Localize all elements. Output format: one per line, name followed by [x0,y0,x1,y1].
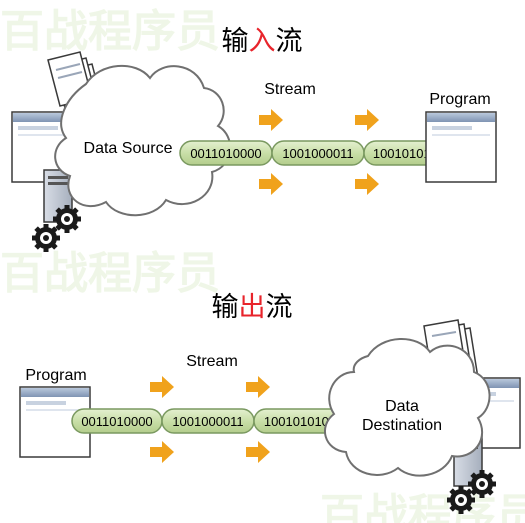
data-destination-label-line2: Destination [362,417,442,434]
program-window-icon [425,111,497,183]
arrow-icon [150,441,174,463]
bit-segment-label: 0011010000 [81,414,152,429]
bit-segment-label: 1001000011 [282,146,353,161]
data-source-label: Data Source [84,140,173,157]
bit-segment-label: 0011010000 [190,146,261,161]
arrow-icon [259,109,283,131]
output-stream-label: Stream [186,353,238,370]
arrow-icon [259,173,283,195]
watermark-middle: 百战程序员 [0,248,220,299]
bit-segment-label: 1001000011 [172,414,243,429]
data-source-cloud [54,65,232,217]
input-stream-label: Stream [264,81,316,98]
watermark-group: 百战程序员 百战程序员 百战程序员 [0,6,525,523]
watermark-top: 百战程序员 [0,6,220,57]
output-title: 输出流 [212,292,293,323]
input-program-label: Program [429,91,490,108]
watermark-bottom: 百战程序员 [320,490,525,523]
output-program-label: Program [25,367,86,384]
arrow-icon [355,173,379,195]
arrow-icon [246,376,270,398]
bit-segment-label: 1001010101 [264,414,336,429]
gear-icon [447,486,475,514]
arrow-icon [355,109,379,131]
data-destination-cloud [324,338,491,477]
output-stream-section: 输出流 Program Stream 0011010000 1001000011… [19,292,521,514]
gear-icon [53,205,81,233]
output-bit-stream: 0011010000 1001000011 1001010101 [71,408,347,434]
data-destination-label-line1: Data [385,398,419,415]
gear-icon [468,470,496,498]
arrow-icon [150,376,174,398]
arrow-icon [246,441,270,463]
gear-icon [32,224,60,252]
input-bit-stream: 0011010000 1001000011 1001010101 [179,140,455,166]
input-title: 输入流 [222,26,303,57]
input-stream-section: 输入流 Data Source Stream [11,26,497,252]
